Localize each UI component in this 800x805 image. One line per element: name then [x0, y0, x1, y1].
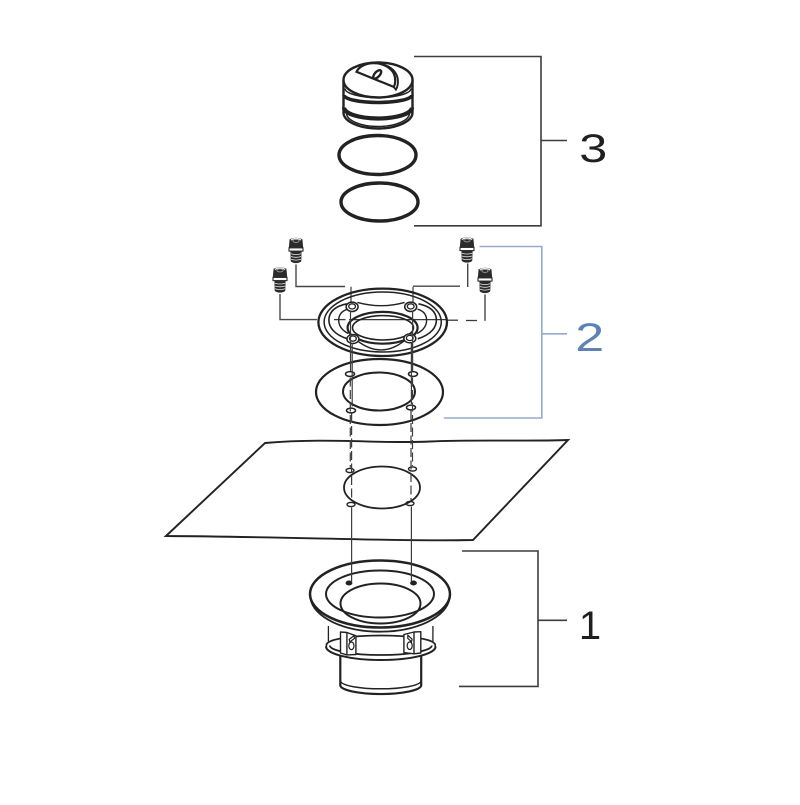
svg-text:3: 3 — [579, 127, 607, 171]
svg-text:2: 2 — [575, 316, 604, 360]
svg-text:1: 1 — [579, 604, 601, 648]
